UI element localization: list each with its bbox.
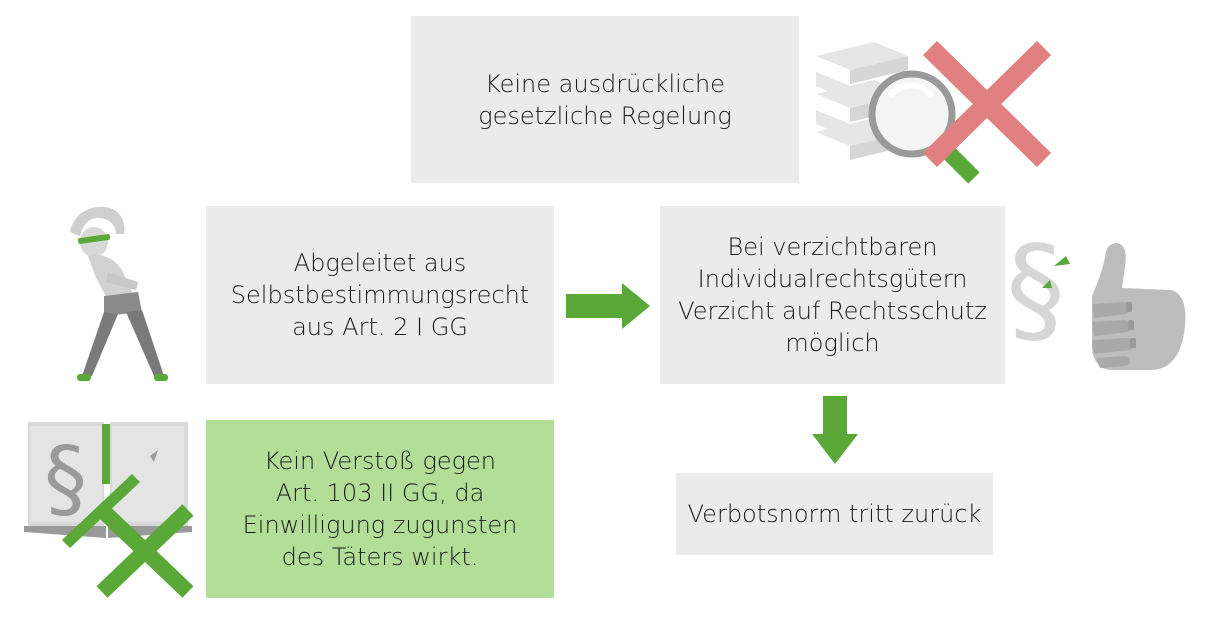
thumbs-up-icon (1092, 243, 1186, 370)
paragraph-sign-icon: § (1006, 220, 1070, 358)
svg-text:§: § (1006, 220, 1065, 358)
no-explicit-regulation-text: Keine ausdrückliche gesetzliche Regelung (478, 69, 732, 130)
magnifier-over-documents-icon (816, 40, 1052, 184)
waiver-legal-protection-box: Bei verzichtbaren Individualrechtsgütern… (660, 206, 1005, 384)
no-explicit-regulation-box: Keine ausdrückliche gesetzliche Regelung (411, 16, 799, 183)
derived-self-determination-box: Abgeleitet aus Selbstbestimmungsrecht au… (206, 206, 554, 384)
arrow-right-icon (566, 283, 650, 329)
law-book-icon: § (24, 422, 194, 598)
prohibition-norm-recedes-text: Verbotsnorm tritt zurück (687, 500, 982, 528)
prohibition-norm-recedes-box: Verbotsnorm tritt zurück (676, 473, 993, 555)
no-violation-box: Kein Verstoß gegen Art. 103 II GG, da Ei… (206, 420, 554, 598)
arrow-down-icon (812, 396, 858, 464)
no-violation-text: Kein Verstoß gegen Art. 103 II GG, da Ei… (242, 447, 518, 571)
derived-self-determination-text: Abgeleitet aus Selbstbestimmungsrecht au… (230, 249, 530, 341)
stretching-person-icon (70, 206, 168, 381)
svg-text:§: § (44, 429, 87, 529)
waiver-legal-protection-text: Bei verzichtbaren Individualrechtsgütern… (678, 233, 987, 357)
